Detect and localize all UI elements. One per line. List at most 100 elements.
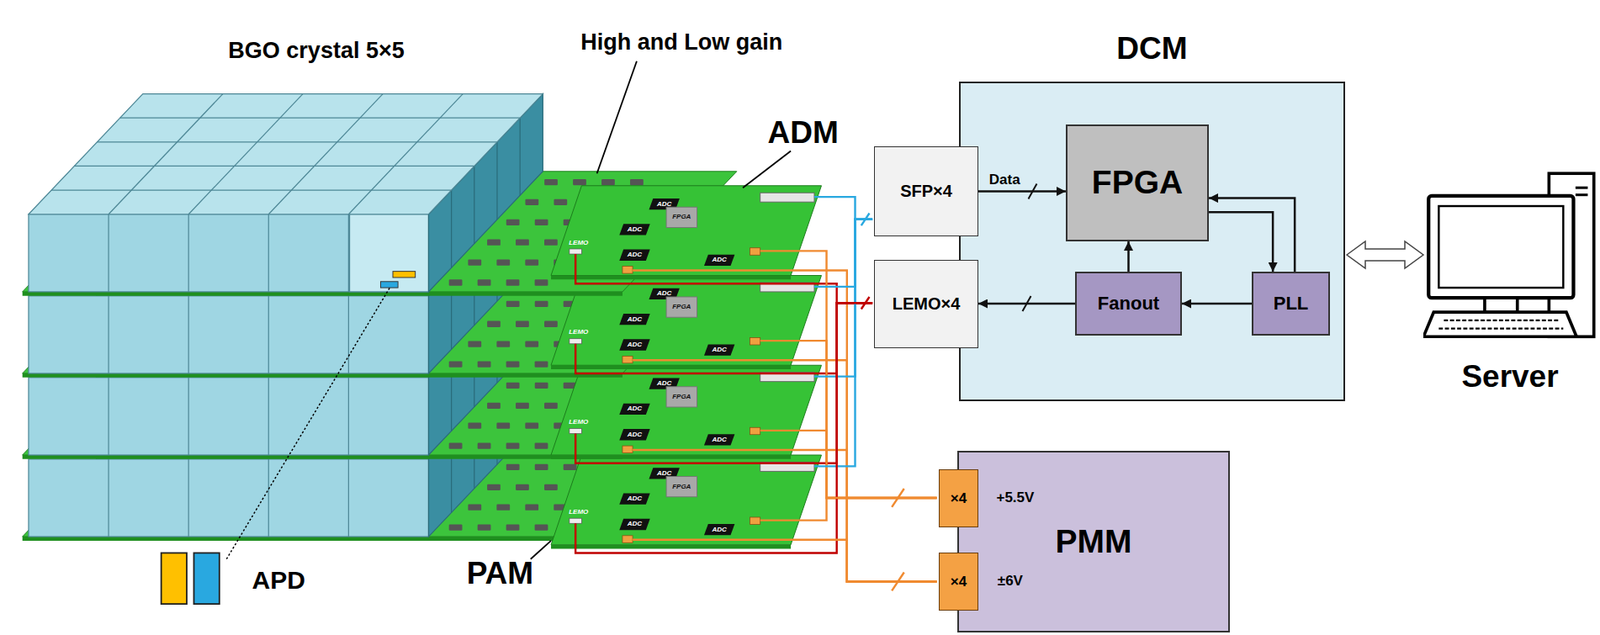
chip-label: ADC <box>627 226 642 234</box>
power-connector <box>750 427 761 435</box>
preamp-chip <box>487 321 501 328</box>
monitor-stand <box>1484 297 1518 313</box>
preamp-chip <box>506 382 520 389</box>
clock-cable <box>575 254 873 303</box>
preamp-chip <box>477 360 492 367</box>
power-cable <box>632 360 937 582</box>
crystal-edge <box>473 165 475 244</box>
label-holder: ADC <box>712 525 727 534</box>
power-cable <box>632 540 937 583</box>
label-holder: ADC <box>627 520 642 529</box>
chip-label: FPGA <box>672 213 691 222</box>
preamp-chip <box>535 219 549 226</box>
label-holder: ADC <box>656 380 672 388</box>
adc-chip <box>619 403 650 415</box>
lemo-connector <box>569 428 583 434</box>
adc-chip <box>619 313 650 325</box>
preamp-chip <box>506 524 520 530</box>
leader-line <box>530 540 551 560</box>
fpga-chip <box>666 296 697 318</box>
preamp-chip <box>535 524 549 530</box>
pmm-box: PMM×4×4 <box>957 450 1230 633</box>
label-holder: LEMO <box>568 418 589 427</box>
adm-board <box>550 365 822 456</box>
preamp-chip <box>496 259 510 265</box>
connector-label: LEMO <box>568 238 589 247</box>
chip-label: FPGA <box>672 482 691 491</box>
preamp-chip <box>535 279 549 286</box>
preamp-chip <box>515 321 530 328</box>
preamp-chip <box>515 402 530 409</box>
detector-title: BGO crystal 5×5 <box>227 38 404 64</box>
label-holder: FPGA <box>672 303 691 312</box>
crystal-edge <box>120 117 521 119</box>
preamp-chip <box>506 360 520 367</box>
bus-slash <box>891 488 905 508</box>
pll-box: PLL <box>1251 271 1330 336</box>
sfp-connector <box>760 192 815 202</box>
power-cable <box>760 340 938 499</box>
crystal-front <box>28 377 430 456</box>
crystal-edge <box>188 459 190 537</box>
node-text: ×4 <box>950 490 967 508</box>
preamp-chip <box>544 321 558 328</box>
power-cable <box>760 498 938 521</box>
crystal-edge <box>268 459 270 537</box>
preamp-chip <box>487 402 501 409</box>
label-holder: ADC <box>656 200 672 208</box>
keyboard <box>1423 312 1577 337</box>
power-port-box: ×4 <box>938 552 979 611</box>
part-name: APD <box>251 565 305 594</box>
preamp-chip <box>515 484 530 491</box>
pam-board-edge <box>22 291 623 297</box>
server-detail <box>1575 186 1589 190</box>
node-text: PMM <box>1055 523 1133 562</box>
preamp-chip <box>467 504 482 511</box>
pam-board-edge <box>22 455 623 460</box>
crystal-edge <box>107 214 109 292</box>
preamp-chip <box>544 239 558 246</box>
bus-slash <box>1027 184 1037 200</box>
crystal-edge <box>268 214 270 292</box>
chip-label: ADC <box>656 380 672 388</box>
connector-label: LEMO <box>568 508 589 517</box>
server-icon <box>1423 168 1597 345</box>
apd-symbol <box>380 281 398 288</box>
preamp-chip <box>467 259 482 265</box>
preamp-chip <box>535 360 549 367</box>
signal-arrow <box>1208 211 1273 272</box>
signal-arrow <box>1181 302 1252 306</box>
preamp-chip <box>535 301 549 308</box>
adc-chip <box>704 434 735 446</box>
preamp-chip <box>496 423 510 430</box>
lemo-connector <box>569 249 583 255</box>
crystal-top <box>28 94 543 215</box>
crystal-edge <box>268 296 270 374</box>
node-text: PLL <box>1273 292 1309 314</box>
adc-chip <box>619 429 650 440</box>
crystal-edge <box>348 214 350 292</box>
crystal-edge <box>348 94 463 215</box>
crystal-edge <box>496 142 498 220</box>
adm-board <box>550 455 822 546</box>
sfp-port-box: SFP×4 <box>874 146 979 237</box>
chip-label: ADC <box>712 525 727 534</box>
keyboard-keys <box>1438 327 1563 329</box>
label-holder: LEMO <box>568 238 589 247</box>
power-connector <box>622 355 633 363</box>
label-holder: ADC <box>712 256 727 265</box>
chip-label: ADC <box>627 495 642 504</box>
preamp-chip <box>449 524 463 530</box>
label-holder: ADC <box>712 435 727 444</box>
power-connector <box>622 266 633 274</box>
preamp-chip <box>535 464 549 471</box>
pam-board-edge <box>22 536 623 541</box>
connector-label: LEMO <box>568 328 589 337</box>
preamp-chip <box>515 239 530 246</box>
keyboard-keys <box>1443 319 1558 322</box>
leader-line <box>597 61 637 174</box>
power-connector <box>750 517 761 525</box>
